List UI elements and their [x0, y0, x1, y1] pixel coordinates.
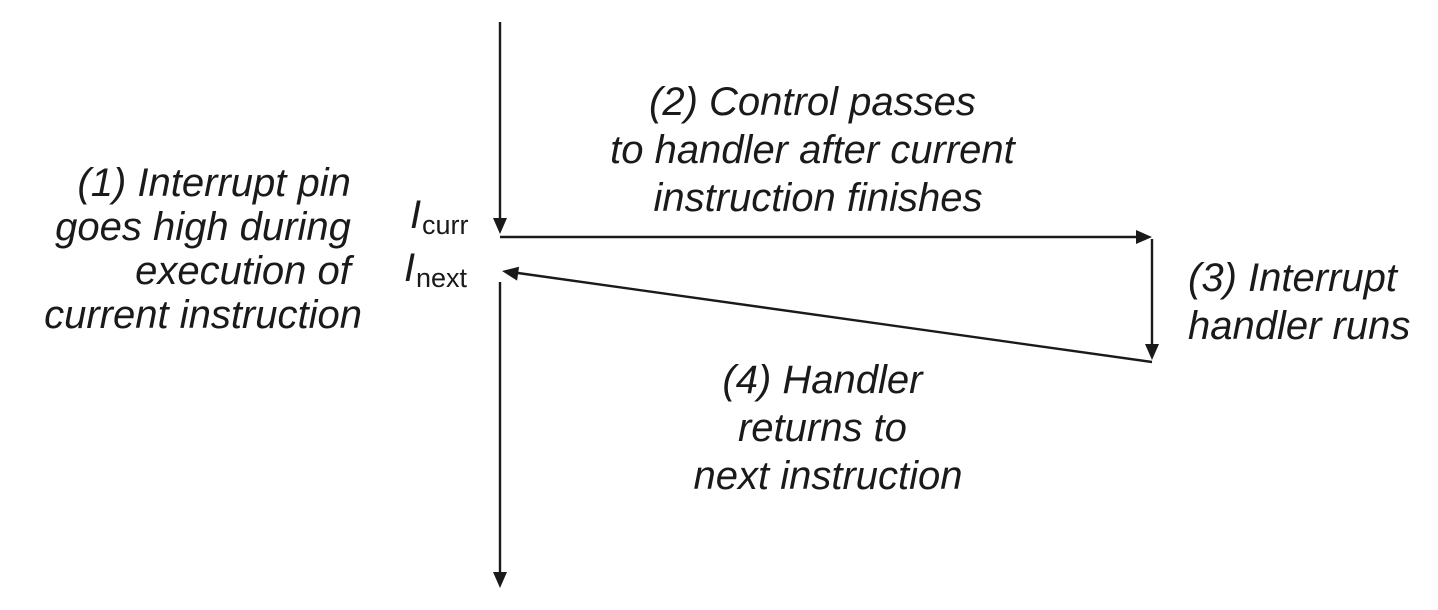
step4-line: (4) Handler: [722, 358, 924, 402]
step1-line: (1) Interrupt pin: [77, 161, 350, 205]
program-flow-top-arrow: [493, 22, 507, 234]
step2-line: instruction finishes: [653, 176, 982, 220]
instruction-current-subscript: curr: [422, 210, 469, 240]
instruction-next-label: I next: [404, 246, 468, 293]
arrow-to-handler: [500, 230, 1152, 244]
instruction-current-symbol: I: [410, 193, 421, 237]
step1-line: execution of: [135, 249, 355, 293]
step2-line: (2) Control passes: [649, 80, 976, 124]
handler-run-arrow: [1145, 239, 1159, 360]
step1-caption: (1) Interrupt pin goes high during execu…: [44, 161, 362, 337]
step4-caption: (4) Handler returns to next instruction: [693, 358, 962, 498]
arrow-return-to-next: [502, 266, 1153, 364]
step2-line: to handler after current: [610, 128, 1017, 172]
step4-line: returns to: [738, 406, 907, 450]
step1-line: current instruction: [44, 293, 362, 337]
step2-caption: (2) Control passes to handler after curr…: [610, 80, 1026, 220]
step4-line: next instruction: [693, 454, 962, 498]
program-flow-bottom-arrow: [493, 282, 507, 588]
step3-line: handler runs: [1188, 304, 1410, 348]
instruction-current-label: I curr: [410, 193, 469, 240]
instruction-next-subscript: next: [416, 263, 468, 293]
step1-line: goes high during: [55, 205, 351, 249]
step3-line: (3) Interrupt: [1188, 256, 1399, 300]
step3-caption: (3) Interrupt handler runs: [1188, 256, 1410, 348]
instruction-next-symbol: I: [404, 246, 415, 290]
